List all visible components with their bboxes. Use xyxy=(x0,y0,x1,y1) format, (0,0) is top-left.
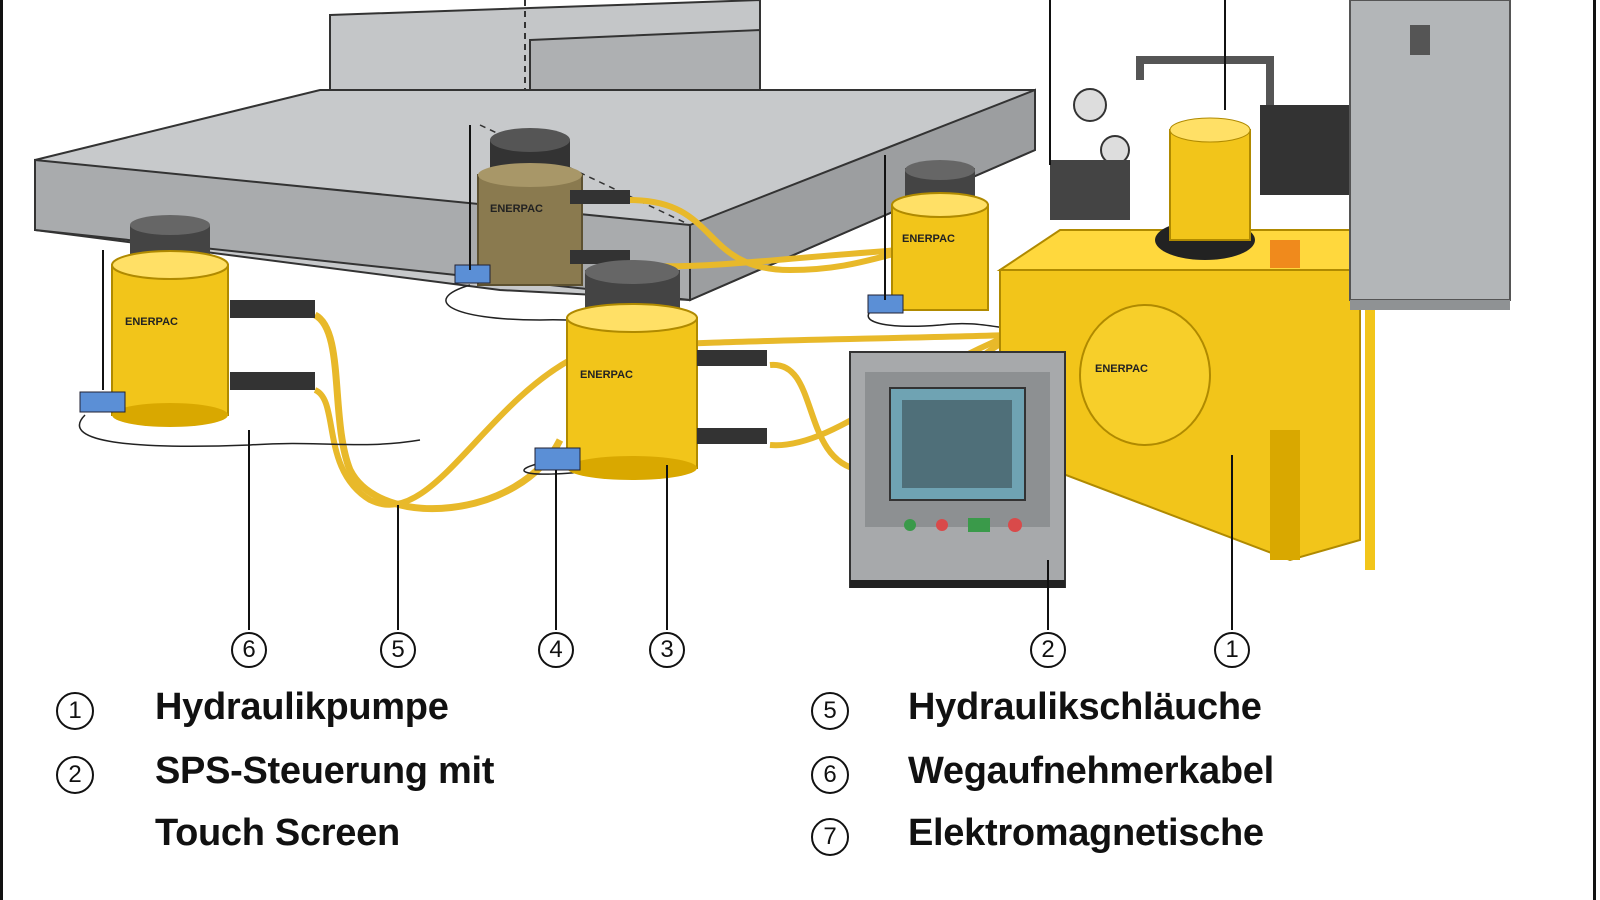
brand-label: ENERPAC xyxy=(125,316,178,328)
legend-item-electromagnetic: Elektromagnetische xyxy=(908,812,1264,854)
legend-item-cables: Wegaufnehmerkabel xyxy=(908,750,1274,792)
hydraulic-system-illustration: ENERPAC ENERPAC ENERPAC ENERPAC xyxy=(34,0,1511,630)
legend-number: 5 xyxy=(811,692,849,730)
brand-label: ENERPAC xyxy=(1095,363,1148,375)
callout-1: 1 xyxy=(1214,632,1250,668)
hydraulic-cylinder-left: ENERPAC xyxy=(79,215,315,427)
brand-label: ENERPAC xyxy=(580,369,633,381)
legend-item-hoses: Hydraulikschläuche xyxy=(908,686,1262,728)
callout-leader-lines xyxy=(102,0,1233,630)
legend-item-pump: Hydraulikpumpe xyxy=(155,686,449,728)
callout-3: 3 xyxy=(649,632,685,668)
callout-5: 5 xyxy=(380,632,416,668)
legend-number: 6 xyxy=(811,756,849,794)
callout-2: 2 xyxy=(1030,632,1066,668)
legend-item-plc-continued: Touch Screen xyxy=(155,812,400,854)
legend-number: 2 xyxy=(56,756,94,794)
hydraulic-pump-unit: ENERPAC xyxy=(996,56,1382,562)
hydraulic-cylinder-right: ENERPAC xyxy=(867,160,989,314)
electrical-cabinet xyxy=(1349,0,1511,570)
legend-number: 7 xyxy=(811,818,849,856)
plc-touch-panel xyxy=(849,351,1066,588)
callout-6: 6 xyxy=(231,632,267,668)
hydraulic-cylinder-back: ENERPAC xyxy=(454,128,630,286)
legend-item-plc: SPS-Steuerung mit xyxy=(155,750,495,792)
brand-label: ENERPAC xyxy=(490,203,543,215)
callout-4: 4 xyxy=(538,632,574,668)
brand-label: ENERPAC xyxy=(902,233,955,245)
hydraulic-cylinder-front: ENERPAC xyxy=(534,260,767,480)
legend-number: 1 xyxy=(56,692,94,730)
